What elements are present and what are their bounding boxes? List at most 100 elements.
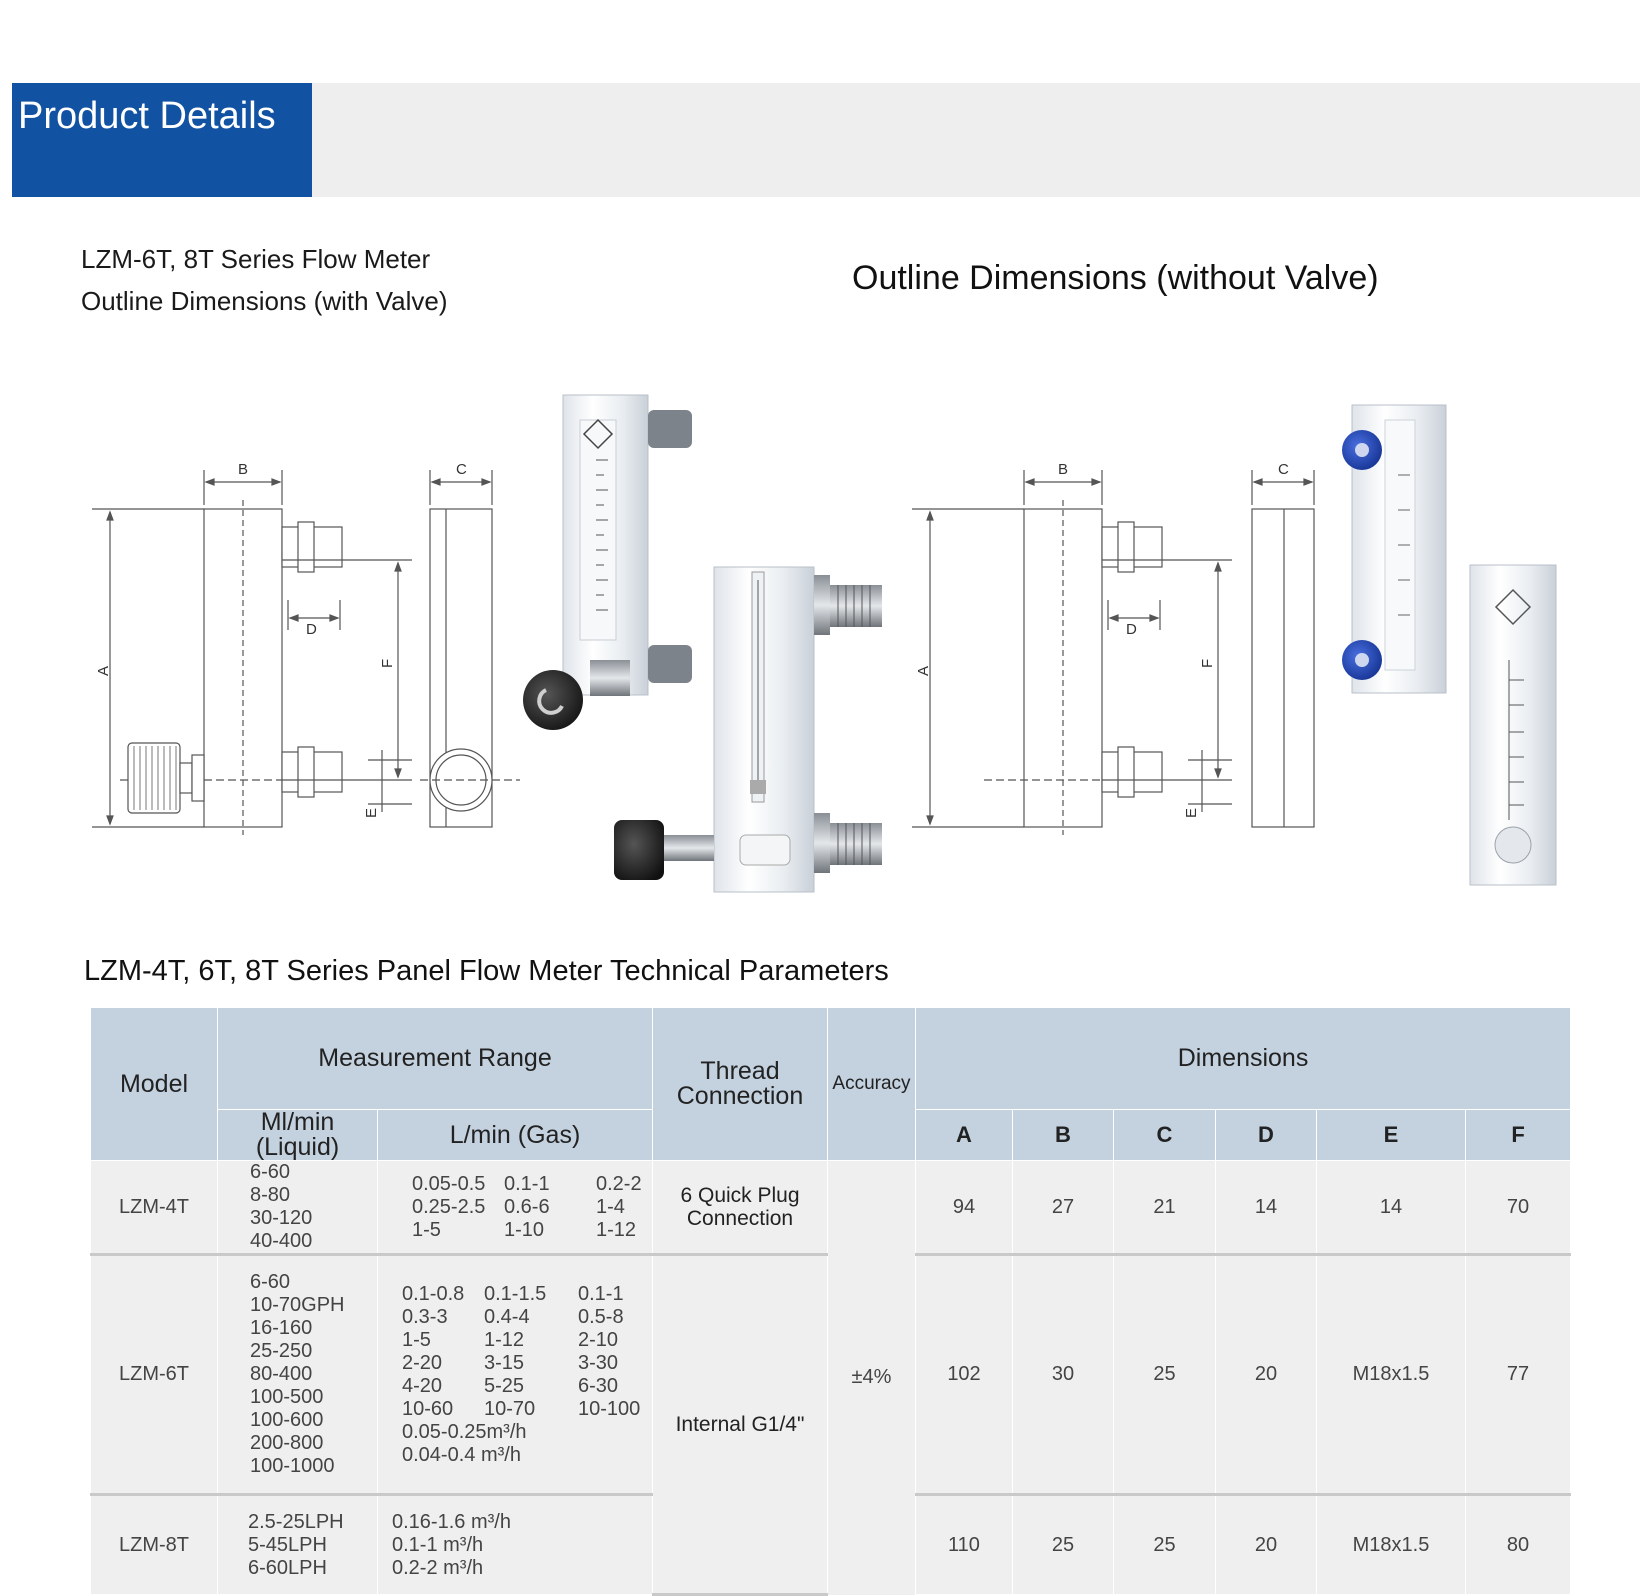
header-dim-d: D: [1215, 1109, 1317, 1161]
table-row: LZM-4T 6-60 8-80 30-120 40-400 0.05-0.5 …: [90, 1160, 1572, 1595]
header-ml-line1: Ml/min: [260, 1108, 335, 1136]
thread-line1: 6 Quick Plug: [680, 1184, 800, 1207]
dim-label-d-2: D: [1126, 621, 1137, 638]
liquid-range-cell: 6-60 8-80 30-120 40-400: [217, 1160, 378, 1256]
gas-range-cell: 0.16-1.6 m³/h 0.1-1 m³/h 0.2-2 m³/h: [377, 1494, 653, 1595]
header-thread-connection: Thread Connection: [652, 1007, 828, 1161]
liquid-range: 6-60LPH: [248, 1556, 327, 1579]
gas-range: 1-10: [504, 1218, 545, 1241]
liquid-range: 200-800: [250, 1432, 324, 1454]
gas-range: 0.25-2.5: [412, 1195, 486, 1218]
gas-range: 0.6-6: [504, 1195, 550, 1218]
gas-range: 3-30: [578, 1351, 619, 1374]
model-cell: LZM-4T: [90, 1160, 218, 1256]
left-caption: LZM-6T, 8T Series Flow Meter Outline Dim…: [81, 238, 448, 322]
dim-b-cell: 30: [1012, 1254, 1114, 1496]
left-caption-line2: Outline Dimensions (with Valve): [81, 286, 448, 316]
gas-range: 0.05-0.5: [412, 1172, 486, 1195]
gas-range: 0.1-1: [504, 1172, 550, 1195]
page-title: Product Details: [18, 95, 276, 137]
header-model: Model: [90, 1007, 218, 1161]
dim-b-cell: 25: [1012, 1494, 1114, 1595]
table-row: LZM-6T 6-60 10-70GPH 16-160 25-250 80-40…: [90, 1254, 1572, 1596]
dim-label-c-2: C: [1278, 461, 1289, 478]
thread-line2: Connection: [686, 1207, 794, 1230]
drawing-without-valve: [912, 470, 1315, 835]
gas-range: 1-5: [412, 1218, 441, 1241]
dim-label-f: F: [379, 659, 396, 668]
gas-range: 5-25: [484, 1374, 525, 1397]
gas-range: 0.1-1 m³/h: [392, 1533, 484, 1556]
flowmeter-with-valve-photo-1: [523, 394, 692, 730]
header-dim-a: A: [915, 1109, 1013, 1161]
gas-range: 10-100: [578, 1397, 641, 1420]
gas-range-cell: 0.05-0.5 0.1-1 0.2-2 0.25-2.5 0.6-6 1-4 …: [377, 1160, 653, 1256]
drawing-without-valve-labels: B C D A F E: [915, 461, 1289, 818]
right-caption: Outline Dimensions (without Valve): [852, 259, 1379, 297]
dim-e-cell: 14: [1316, 1160, 1466, 1256]
drawing-with-valve-labels: B C D A F E: [95, 461, 467, 818]
gas-range: 10-60: [402, 1397, 454, 1420]
liquid-range: 100-1000: [250, 1455, 335, 1477]
dim-d-cell: 14: [1215, 1160, 1317, 1256]
dim-f-cell: 80: [1464, 1494, 1572, 1595]
header-gas: L/min (Gas): [377, 1109, 653, 1161]
dim-d-cell: 20: [1215, 1254, 1317, 1496]
thread-shared-cell: Internal G1/4": [652, 1254, 828, 1596]
dim-f-cell: 77: [1464, 1254, 1572, 1496]
left-caption-line1: LZM-6T, 8T Series Flow Meter: [81, 244, 431, 274]
liquid-range: 30-120: [250, 1207, 313, 1229]
dim-label-f-2: F: [1199, 659, 1216, 668]
dim-label-b-2: B: [1058, 461, 1068, 478]
header-ml-line2: (Liquid): [255, 1133, 340, 1161]
gas-range: 0.1-1: [578, 1282, 624, 1305]
header-ml-liquid: Ml/min (Liquid): [217, 1108, 378, 1161]
liquid-range: 5-45LPH: [248, 1533, 327, 1556]
table-row: LZM-8T 2.5-25LPH 5-45LPH 6-60LPH 0.16-1.…: [90, 1494, 1572, 1595]
gas-range: 1-12: [596, 1218, 637, 1241]
dim-f-cell: 70: [1464, 1160, 1572, 1256]
gas-range: 2-10: [578, 1328, 619, 1351]
header-measurement-range: Measurement Range: [217, 1007, 653, 1110]
flowmeter-with-valve-photo-2: [614, 566, 882, 893]
gas-range: 1-4: [596, 1195, 625, 1218]
gas-range: 0.1-0.8: [402, 1282, 465, 1305]
header-thread-line2: Connection: [676, 1082, 804, 1110]
liquid-range: 10-70GPH: [250, 1294, 345, 1316]
gas-range: 6-30: [578, 1374, 619, 1397]
liquid-range: 80-400: [250, 1363, 313, 1385]
gas-range: 0.04-0.4 m³/h: [402, 1443, 521, 1466]
dim-label-e: E: [363, 808, 380, 818]
liquid-range: 25-250: [250, 1340, 313, 1362]
liquid-range: 2.5-25LPH: [248, 1510, 344, 1533]
flowmeter-quick-plug-photo: [1342, 404, 1447, 694]
dim-label-a-2: A: [915, 666, 932, 676]
gas-range: 10-70: [484, 1397, 536, 1420]
gas-range-cell: 0.1-0.8 0.1-1.5 0.1-1 0.3-3 0.4-4 0.5-8 …: [377, 1254, 653, 1496]
gas-range: 1-12: [484, 1328, 525, 1351]
gas-range: 3-15: [484, 1351, 525, 1374]
thread-cell: 6 Quick Plug Connection: [652, 1160, 828, 1256]
model-cell: LZM-8T: [90, 1494, 218, 1595]
dim-c-cell: 25: [1113, 1494, 1216, 1595]
outline-drawings: B C D A F E: [92, 394, 1557, 893]
dim-e-cell: M18x1.5: [1316, 1494, 1466, 1595]
dim-label-b: B: [238, 461, 248, 478]
liquid-range: 16-160: [250, 1317, 313, 1339]
gas-range: 0.5-8: [578, 1305, 624, 1328]
dim-a-cell: 102: [915, 1254, 1013, 1496]
dim-b-cell: 27: [1012, 1160, 1114, 1256]
gas-range: 0.4-4: [484, 1305, 530, 1328]
liquid-range: 40-400: [250, 1230, 313, 1252]
subheader-row: Ml/min (Liquid) L/min (Gas) A B C D E F: [91, 1108, 1572, 1161]
gas-range: 0.2-2 m³/h: [392, 1556, 484, 1579]
header-dim-b: B: [1012, 1109, 1114, 1161]
dim-e-cell: M18x1.5: [1316, 1254, 1466, 1496]
header-dim-e: E: [1316, 1109, 1466, 1161]
dim-a-cell: 110: [915, 1494, 1013, 1595]
parameters-table: Model Measurement Range Thread Connectio…: [90, 1007, 1572, 1596]
liquid-range-cell: 6-60 10-70GPH 16-160 25-250 80-400 100-5…: [217, 1254, 378, 1496]
dim-a-cell: 94: [915, 1160, 1013, 1256]
model-cell: LZM-6T: [90, 1254, 218, 1496]
dim-label-e-2: E: [1183, 808, 1200, 818]
